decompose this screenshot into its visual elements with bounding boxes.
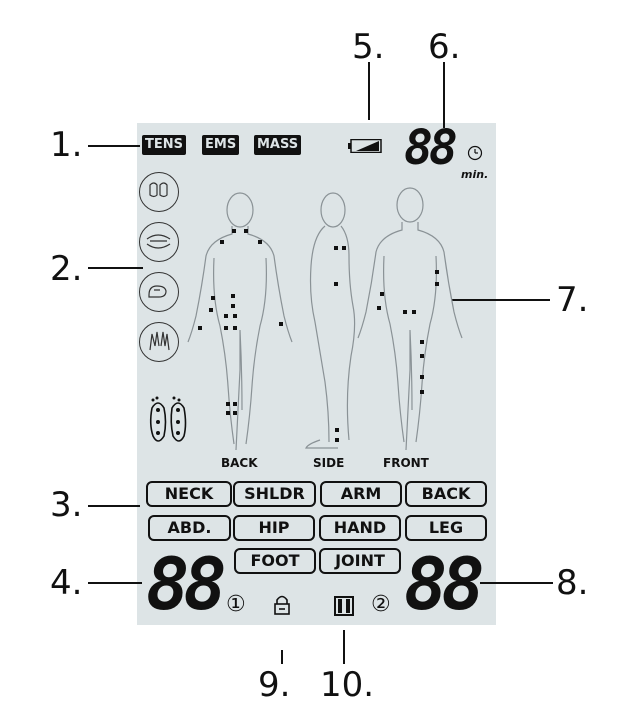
clock-icon <box>467 145 483 166</box>
area-abd-button[interactable]: ABD. <box>148 515 231 541</box>
pause-icon <box>334 596 354 621</box>
area-arm-button[interactable]: ARM <box>320 481 402 507</box>
body-view-back-label: BACK <box>221 456 258 470</box>
timer-digits: 88 <box>404 120 458 176</box>
callout-5: 5. <box>352 27 385 67</box>
mode-tens: TENS <box>142 135 186 155</box>
mode-mass: MASS <box>254 135 302 155</box>
knead-icon <box>139 172 179 212</box>
callout-8: 8. <box>556 563 589 603</box>
channel1-digits: 88 <box>146 542 227 626</box>
body-view-side-label: SIDE <box>313 456 345 470</box>
callout-2: 2. <box>50 249 83 289</box>
area-foot-button[interactable]: FOOT <box>234 548 316 574</box>
callout-10: 10. <box>320 665 375 705</box>
callout-3: 3. <box>50 485 83 525</box>
lock-icon <box>273 594 291 621</box>
body-view-front-label: FRONT <box>383 456 429 470</box>
area-shldr-button[interactable]: SHLDR <box>233 481 316 507</box>
area-hip-button[interactable]: HIP <box>233 515 315 541</box>
area-back-button[interactable]: BACK <box>405 481 487 507</box>
callout-9: 9. <box>258 665 291 705</box>
electrode-dots <box>198 229 439 442</box>
battery-icon <box>348 138 382 154</box>
feet-icon <box>148 396 198 453</box>
body-figure-back <box>187 192 293 451</box>
press-icon <box>139 272 179 312</box>
body-figure-front <box>357 187 463 451</box>
area-hand-button[interactable]: HAND <box>319 515 401 541</box>
channel1-label: ① <box>226 592 246 617</box>
callout-4: 4. <box>50 563 83 603</box>
lcd-panel <box>137 123 496 625</box>
callout-1: 1. <box>50 125 83 165</box>
body-figure-side <box>305 192 356 449</box>
area-leg-button[interactable]: LEG <box>405 515 487 541</box>
tap-icon <box>139 222 179 262</box>
chop-icon <box>139 322 179 362</box>
callout-6: 6. <box>428 27 461 67</box>
channel2-digits: 88 <box>404 542 485 626</box>
channel2-label: ② <box>371 592 391 617</box>
mode-ems: EMS <box>202 135 240 155</box>
callout-7: 7. <box>556 280 589 320</box>
area-neck-button[interactable]: NECK <box>146 481 232 507</box>
area-joint-button[interactable]: JOINT <box>319 548 401 574</box>
timer-unit: min. <box>461 168 489 181</box>
